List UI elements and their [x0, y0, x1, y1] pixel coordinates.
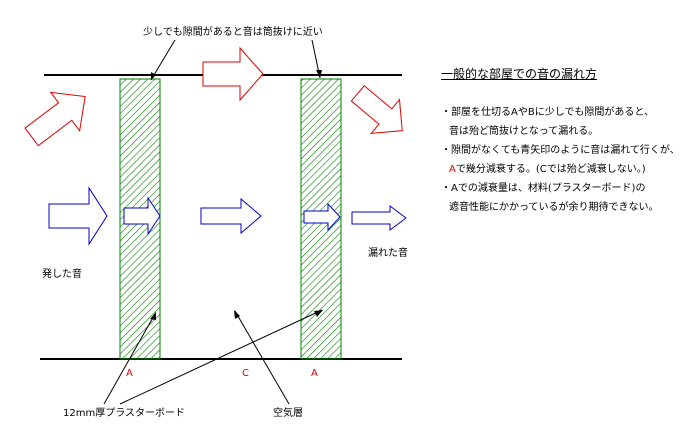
leader-board-right [119, 309, 323, 405]
air-c-letter: C [242, 368, 249, 379]
blue-arrow-air-layer [200, 197, 262, 235]
leader-top-right-head [316, 70, 322, 78]
blue-arrow-leaked [351, 205, 407, 231]
red-arrow-upper-left [24, 91, 86, 147]
leader-top-left [150, 39, 176, 81]
red-arrow-upper-right [350, 84, 403, 134]
note-1-line-1: ・部屋を仕切るAやBに少しでも隙間があると、 [441, 107, 655, 118]
wall-a-left-letter: A [126, 368, 133, 379]
leader-top-left-head [151, 72, 156, 80]
blue-arrow-in-wall-a [123, 196, 161, 236]
wall-a-right-letter: A [311, 368, 318, 379]
note-3-line-1: ・Aでの減衰量は、材料(プラスターボード)の [441, 183, 646, 194]
leaked-sound-label: 漏れた音 [368, 248, 408, 259]
leader-board-right-head [314, 310, 323, 317]
note-1-line-2: 音は殆ど筒抜けとなって漏れる。 [449, 126, 599, 137]
emitted-sound-label: 発した音 [42, 269, 82, 280]
explanation-heading: 一般的な部屋での音の漏れ方 [441, 67, 598, 81]
note-2-line-2: Aで幾分減衰する。(Cでは殆ど減衰しない。) [441, 160, 680, 179]
note-2-red-letter: A [449, 164, 456, 175]
top-gap-note: 少しでも隙間があると音は筒抜けに近い [143, 27, 323, 38]
leader-air [234, 310, 290, 405]
blue-arrow-emitted [48, 186, 108, 246]
note-2-line-1: ・隙間がなくても青矢印のように音は漏れて行くが、 [441, 145, 680, 156]
leader-board-left-head [150, 312, 156, 320]
red-arrow-gap [202, 46, 264, 102]
leader-air-head [234, 310, 240, 319]
note-3-line-2: 遮音性能にかかっているが余り期待できない。 [449, 202, 659, 213]
board-label: 12mm厚プラスターボード [63, 408, 186, 419]
explanation-notes: ・部屋を仕切るAやBに少しでも隙間があると、 音は殆ど筒抜けとなって漏れる。 ・… [441, 103, 680, 217]
blue-arrow-in-wall-a-right [303, 202, 341, 232]
leader-board-left [103, 313, 156, 405]
air-layer-label: 空気層 [273, 408, 303, 419]
note-2-line-2-rest: で幾分減衰する。(Cでは殆ど減衰しない。) [455, 164, 646, 175]
